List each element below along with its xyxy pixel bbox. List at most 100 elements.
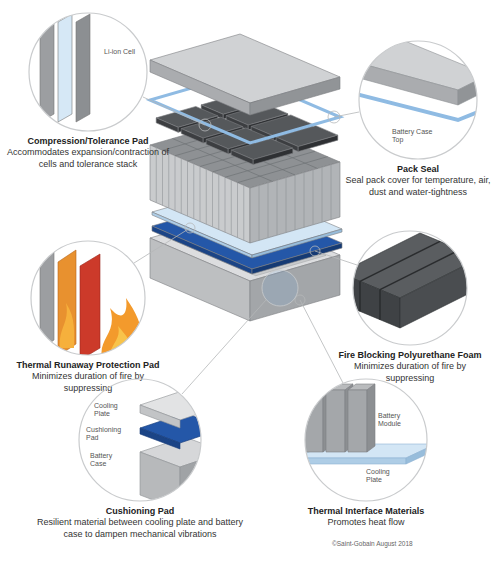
- cell-rib: [200, 167, 201, 222]
- part-label: Li-ion Cell: [104, 48, 136, 56]
- circle-outline: [304, 378, 428, 502]
- cell-rib: [187, 161, 188, 216]
- callout-heading: Cushioning Pad: [25, 506, 255, 517]
- cooling-plate-front: [296, 458, 406, 464]
- compression-pad-front: [181, 129, 203, 143]
- battery-pack: [150, 34, 342, 321]
- cell-module-front: [150, 145, 250, 243]
- compression-pad-side: [298, 135, 338, 151]
- circle-border: [79, 379, 201, 501]
- layer-stack: [140, 390, 225, 515]
- circle-border: [359, 41, 477, 159]
- foam-groove: [380, 250, 460, 290]
- callout-circle: Thermal Runaway Protection PadMinimizes …: [0, 240, 176, 394]
- copyright-note: ©Saint-Gobain August 2018: [332, 540, 413, 547]
- callout-description: Minimizes duration of fire by suppressin…: [345, 361, 475, 384]
- detail-illustration: [40, 14, 90, 122]
- cell-rib: [231, 180, 232, 235]
- leader-line: [315, 251, 357, 265]
- leader-line: [182, 300, 266, 394]
- callout-heading: Thermal Interface Materials: [291, 506, 441, 517]
- cell-rib: [304, 172, 305, 227]
- protection-pad: [58, 250, 76, 356]
- leader-dot: [328, 111, 340, 123]
- callout-circle: Compression/Tolerance PadAccommodates ex…: [0, 12, 176, 170]
- cell-rib: [295, 175, 296, 230]
- cell-rib: [206, 169, 207, 224]
- leader-line: [134, 228, 190, 263]
- callout-circle: Thermal Interface MaterialsPromotes heat…: [291, 378, 441, 529]
- callout-circle: Cushioning PadResilient material between…: [25, 378, 255, 540]
- part-label: Cushioning Pad: [86, 426, 130, 442]
- callout-heading: Compression/Tolerance Pad: [0, 136, 176, 147]
- seal-strip: [348, 92, 488, 120]
- cushioning-pad-front: [140, 428, 180, 449]
- cell-rib: [175, 156, 176, 211]
- cell-rib: [286, 178, 287, 233]
- circle-border: [29, 13, 147, 131]
- callout-heading: Pack Seal: [343, 164, 493, 175]
- circle-outline: [30, 240, 146, 356]
- part-label: Battery Module: [378, 412, 418, 428]
- detail-illustration: [140, 390, 225, 515]
- leader-line: [143, 97, 205, 125]
- cell-rib: [218, 175, 219, 230]
- leader-dot: [199, 119, 211, 131]
- flame: [60, 303, 74, 348]
- callout-caption: Compression/Tolerance PadAccommodates ex…: [0, 136, 176, 170]
- callout-caption: Thermal Runaway Protection PadMinimizes …: [0, 360, 176, 394]
- cell-rib: [225, 177, 226, 232]
- callout-caption: Thermal Interface MaterialsPromotes heat…: [291, 506, 441, 529]
- detail-illustration: [340, 233, 480, 328]
- compression-pad-front: [231, 150, 253, 164]
- battery-case-top-side: [250, 77, 340, 115]
- module-front: [348, 390, 367, 452]
- cell-rib: [237, 183, 238, 238]
- detail-illustration: [348, 30, 488, 120]
- callout-caption: Cushioning PadResilient material between…: [25, 506, 255, 540]
- part-label: Battery Case Top: [392, 128, 436, 144]
- callout-description: Seal pack cover for temperature, air, du…: [343, 175, 493, 198]
- part-label: Cooling Plate: [366, 468, 404, 484]
- circle-border: [305, 379, 427, 501]
- leader-line: [300, 300, 343, 383]
- foam-side: [400, 258, 480, 328]
- cell-rib: [259, 185, 260, 240]
- foam-groove: [360, 241, 440, 281]
- detail-illustration: [296, 384, 436, 464]
- module-front: [326, 390, 345, 452]
- callout-description: Promotes heat flow: [291, 517, 441, 528]
- cell-rib: [243, 185, 244, 240]
- circle-outline: [358, 40, 478, 160]
- cell-module-side: [250, 162, 340, 243]
- cell-sheet: [58, 14, 72, 122]
- cell-rib: [322, 167, 323, 222]
- cell-rib: [181, 158, 182, 213]
- detail-illustration: [40, 248, 142, 360]
- cell-sheet: [76, 14, 90, 122]
- circle-border: [31, 241, 145, 355]
- foam-front: [340, 273, 400, 328]
- callout-circle: Pack SealSeal pack cover for temperature…: [343, 40, 493, 198]
- detail-ring: [262, 270, 298, 306]
- callout-description: Accommodates expansion/contraction of ce…: [0, 147, 176, 170]
- compression-pad-side: [253, 148, 293, 164]
- circle-outline: [352, 230, 468, 346]
- module-top: [304, 384, 331, 390]
- callout-description: Resilient material between cooling plate…: [33, 517, 248, 540]
- circle-outline: [28, 12, 148, 132]
- cell-rib: [193, 164, 194, 219]
- part-label: Battery Case: [90, 452, 128, 468]
- protection-pad: [80, 254, 100, 360]
- cell-rib: [168, 153, 169, 208]
- callout-caption: Fire Blocking Polyurethane FoamMinimizes…: [325, 350, 495, 384]
- cooling-plate-front: [140, 405, 180, 428]
- callout-caption: Pack SealSeal pack cover for temperature…: [343, 164, 493, 198]
- foam-groove: [359, 281, 361, 311]
- cell-rib: [268, 183, 269, 238]
- leader-dot: [295, 295, 305, 305]
- callout-heading: Thermal Runaway Protection Pad: [0, 360, 176, 371]
